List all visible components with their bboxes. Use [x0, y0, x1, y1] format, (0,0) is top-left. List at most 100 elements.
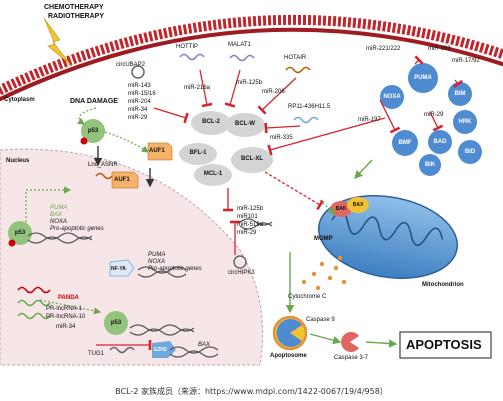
bclw-label: BCL-W [235, 121, 255, 127]
circubap2-ring [131, 65, 145, 79]
nfya-shape [109, 259, 135, 277]
mir-17-92-label: miR-17/92 [452, 58, 480, 64]
bad-label: BAD [433, 139, 447, 145]
gene-block-1: PUMA BAX NOXA Pro-apoptotic genes [50, 205, 104, 233]
tug1-label: TUG1 [88, 351, 105, 357]
rna-squiggles [17, 53, 319, 354]
mitochondrion [317, 195, 459, 279]
cell-membrane [0, 14, 503, 102]
pr-lncrna10-label: PR-lncRNA-10 [46, 314, 86, 320]
circhipk3-label: circHIPK3 [228, 270, 255, 276]
p53-protein-cytoplasm [81, 119, 105, 143]
bmf-label: BMF [398, 140, 412, 146]
mcl1-protein [194, 164, 232, 186]
auf1-box-top [147, 142, 173, 161]
bclxl-protein [231, 147, 273, 173]
lightning-icon [43, 17, 73, 67]
figure-caption: BCL-2 家族成员（来源：https://www.mdpi.com/1422-… [115, 387, 388, 396]
bax-label: BAX [352, 202, 364, 208]
rp11-label: RP11-436H11.5 [288, 104, 331, 110]
upper-mir-2: miR-204 [128, 99, 151, 105]
hrk-label: HRK [458, 119, 472, 125]
nucleus-label: Nucleus [6, 158, 30, 164]
lower-mir-0: miR-125b [237, 206, 264, 212]
auf1-label-bottom: AUF1 [114, 177, 130, 183]
bclw-protein [225, 113, 265, 137]
gene-block2-1: NOXA [148, 259, 166, 265]
bax-protein [347, 197, 369, 213]
gene-block1-3: Pro-apoptotic genes [50, 226, 104, 232]
dna-helices [27, 218, 273, 358]
bim-label: BIM [454, 91, 466, 97]
bak-label: BAK [335, 206, 347, 212]
caspase37-icon [341, 331, 359, 353]
radiotherapy-label: RADIOTHERAPY [48, 13, 105, 20]
upper-mir-3: miR-34 [128, 107, 148, 113]
bid-label: BID [464, 149, 476, 155]
caspase9-label: Caspase 9 [306, 317, 335, 323]
mir-216a-label: miR-216a [184, 85, 211, 91]
gene-block-2: PUMA NOXA Pro-apoptotic genes [148, 252, 202, 273]
momp-label: MOMP [314, 236, 333, 242]
bfl1-protein [179, 143, 217, 165]
circubap2-label: circUBAP2 [116, 62, 146, 68]
p53-label-nucleus: p53 [14, 230, 26, 236]
cytoplasm-label: Cytoplasm [4, 97, 35, 103]
bax-gene-label: BAX [198, 342, 211, 348]
gene-block1-2: NOXA [50, 219, 68, 225]
p53-label-cytoplasm: p53 [87, 128, 99, 134]
mir-197-label: miR-197 [358, 117, 381, 123]
bcl2-label: BCL-2 [202, 119, 220, 125]
chemotherapy-label: CHEMOTHERAPY [44, 4, 104, 11]
mir-335-label: miR-335 [270, 135, 293, 141]
p53-nucleus-dot [8, 239, 16, 247]
upper-mir-list: miR-143 miR-15/16 miR-204 miR-34 miR-29 [128, 82, 156, 122]
circhipk3-ring [233, 255, 247, 269]
apoptosis-box [399, 331, 492, 359]
lower-mir-2: miR-519d [237, 222, 264, 228]
malat1-label: MALAT1 [228, 42, 251, 48]
hottip-label: HOTTIP [176, 44, 198, 50]
nfya-label: NF-YA [111, 266, 126, 272]
puma-label: PUMA [414, 75, 432, 81]
activation-arrows [25, 107, 336, 315]
mir-29-right-label: miR-29 [424, 112, 444, 118]
mcl1-label: MCL-1 [203, 171, 223, 177]
caspase9-icon [276, 319, 302, 347]
solid-arrows [93, 146, 398, 348]
mir-34-nucleus-label: miR-34 [56, 324, 76, 330]
ezh2-label: EZH2 [154, 347, 167, 353]
p53-phospho-dot [80, 137, 88, 145]
upper-mir-0: miR-143 [128, 83, 151, 89]
auf1-box-bottom [111, 171, 139, 189]
ezh2-shape [152, 341, 176, 358]
gene-block1-1: BAX [50, 212, 63, 218]
mir-663-label: miR-663 [428, 46, 451, 52]
p53-label-lower: p53 [110, 320, 122, 326]
p53-protein-nucleus [8, 221, 32, 245]
noxa-label: NOXA [383, 94, 401, 100]
bcl2-protein [191, 111, 231, 135]
mir-206-label: miR-206 [262, 89, 285, 95]
cytochrome-c-label: Cytochrome C [288, 294, 327, 300]
gene-block1-0: PUMA [50, 205, 68, 211]
lower-mir-1: miR101 [237, 214, 258, 220]
gene-block2-2: Pro-apoptotic genes [148, 266, 202, 272]
cytochrome-c-dots [301, 255, 347, 291]
lower-mir-list: miR-125b miR101 miR-519d miR-29 [237, 205, 263, 237]
upper-mir-4: miR-29 [128, 115, 148, 121]
mir-221-222-label: miR-221/222 [366, 46, 401, 52]
lower-mir-3: miR-29 [237, 230, 257, 236]
gene-block2-0: PUMA [148, 252, 166, 258]
bfl1-label: BFL-1 [189, 150, 207, 156]
inhibition-lines [96, 55, 463, 351]
lnc-asnr-label: Lnc_ASNR [88, 162, 118, 168]
upper-mir-1: miR-15/16 [128, 91, 156, 97]
p53-protein-lower [104, 311, 128, 335]
apoptosis-label: APOPTOSIS [406, 337, 482, 352]
bik-label: BIK [424, 162, 436, 168]
auf1-label-top: AUF1 [149, 148, 165, 154]
bh3-proteins [380, 63, 482, 176]
